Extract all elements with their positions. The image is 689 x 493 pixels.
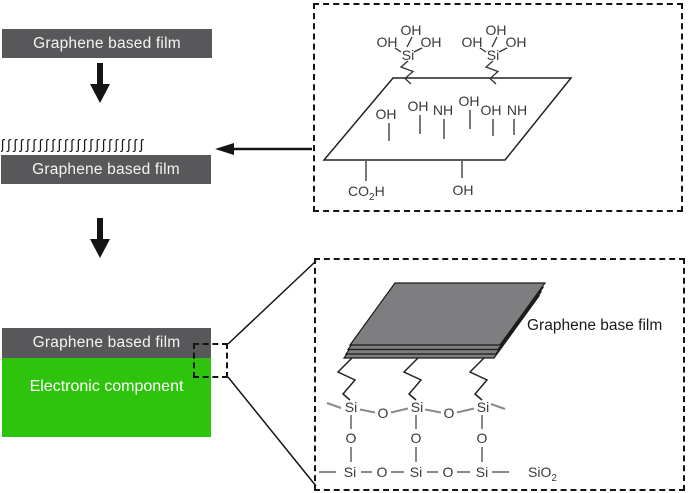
sio2-sub: 2	[551, 472, 557, 484]
siloxane-mid-o-1: O	[345, 430, 357, 446]
siloxane-bot-si-2: Si	[409, 464, 423, 480]
graphene-film-step1: Graphene based film	[2, 29, 212, 58]
surface-group-3: NH	[432, 102, 454, 118]
siloxane-mid-o-3: O	[476, 430, 488, 446]
siloxane-bot-o-1: O	[376, 464, 388, 480]
silanol1-oh-top: OH	[400, 22, 422, 38]
co2h-pre: CO	[348, 183, 369, 199]
siloxane-top-si-2: Si	[410, 399, 424, 415]
silanol2-oh-left: OH	[461, 34, 483, 50]
functionalization-arrow	[215, 143, 312, 155]
surface-group-5: OH	[480, 102, 502, 118]
surface-group-2: OH	[407, 98, 429, 114]
down-arrow-2	[90, 218, 110, 258]
silanol2-oh-top: OH	[485, 22, 507, 38]
interface-zoom-square	[193, 343, 228, 378]
sio2-label: SiO2	[528, 465, 557, 484]
electronic-component-label: Electronic component	[29, 378, 184, 395]
siloxane-bot-si-1: Si	[343, 464, 357, 480]
electronic-component-block: Electronic component	[2, 358, 211, 437]
graphene-film-step3-label: Graphene based film	[32, 334, 181, 351]
functionalized-surface-squiggle: ʃʃʃʃʃʃʃʃʃʃʃʃʃʃʃʃʃʃʃʃʃʃʃ	[1, 135, 214, 155]
surface-group-4: OH	[458, 93, 480, 109]
surface-group-6: NH	[506, 102, 528, 118]
siloxane-top-o-2: O	[443, 405, 455, 421]
silanol1-oh-right: OH	[420, 34, 442, 50]
co2h-sub: 2	[369, 191, 375, 203]
siloxane-top-si-3: Si	[476, 399, 490, 415]
edge-group-co2h: CO2H	[348, 184, 385, 203]
silanol2-si: Si	[486, 47, 500, 63]
siloxane-top-o-1: O	[377, 405, 389, 421]
graphene-stack-label: Graphene base film	[527, 317, 663, 334]
graphene-film-step2: Graphene based film	[1, 155, 211, 184]
graphene-film-step3: Graphene based film	[2, 328, 211, 358]
silanol1-oh-left: OH	[376, 34, 398, 50]
graphene-film-step1-label: Graphene based film	[33, 34, 181, 52]
surface-group-1: OH	[375, 106, 397, 122]
silanol1-si: Si	[401, 47, 415, 63]
co2h-post: H	[374, 183, 385, 199]
sio2-pre: SiO	[528, 464, 552, 480]
graphene-film-step2-label: Graphene based film	[32, 160, 180, 178]
silanol2-oh-right: OH	[505, 34, 527, 50]
siloxane-bot-o-2: O	[442, 464, 454, 480]
siloxane-mid-o-2: O	[410, 430, 422, 446]
functionalization-callout-box	[313, 3, 683, 212]
down-arrow-1	[90, 63, 110, 103]
zoom-guide-lines	[227, 260, 317, 487]
siloxane-top-si-1: Si	[344, 399, 358, 415]
squiggle-glyphs: ʃʃʃʃʃʃʃʃʃʃʃʃʃʃʃʃʃʃʃʃʃʃʃ	[1, 136, 147, 152]
attachment-callout-box	[314, 258, 685, 491]
edge-group-oh: OH	[452, 182, 474, 198]
siloxane-bot-si-3: Si	[475, 464, 489, 480]
